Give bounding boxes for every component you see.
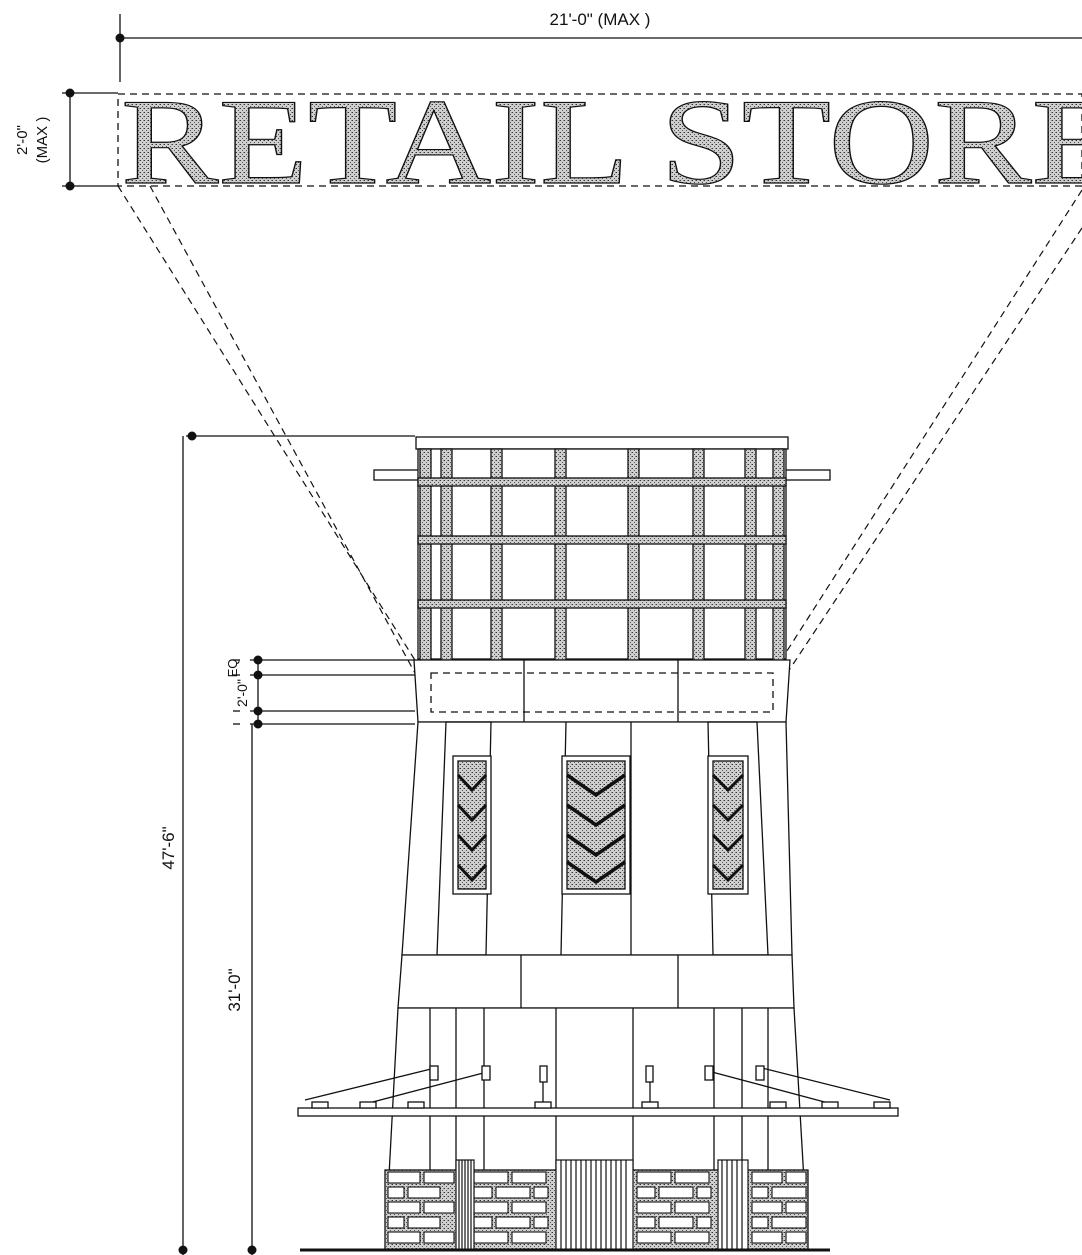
sign-height-value: 2'-0" (14, 125, 31, 155)
gate-grille-center (555, 1159, 634, 1251)
dimension-dot (65, 181, 75, 191)
tower-middle-band (397, 954, 795, 1009)
dimension-dot (247, 1245, 257, 1255)
dimension-dot (253, 655, 263, 665)
sign-lettering: RETAIL STORE (121, 73, 1082, 210)
sign-width-label: 21'-0" (MAX ) (550, 10, 651, 29)
gate-grille-left (455, 1159, 475, 1251)
sign-height-note: (MAX ) (34, 117, 51, 164)
tower-height-label: 47'-6" (159, 826, 178, 869)
dimension-dot (65, 88, 75, 98)
tower-sign-band (413, 659, 791, 723)
band-height-label: 2'-0" (234, 679, 250, 707)
sign-height-dimension (62, 92, 118, 187)
band-dimension (233, 659, 415, 725)
dimension-dot (115, 33, 125, 43)
eq-label: EQ (225, 659, 240, 678)
canopy (297, 1065, 899, 1117)
window-left (452, 755, 492, 895)
dimension-dot (178, 1245, 188, 1255)
sign-width-dimension (119, 14, 1082, 82)
gate-grille-right (717, 1159, 749, 1251)
projection-lines (117, 185, 1082, 709)
band-elevation-label: 31'-0" (225, 968, 244, 1011)
dimension-dot (187, 431, 197, 441)
dimension-dot (253, 670, 263, 680)
window-center (561, 755, 631, 895)
tower-height-dimension (182, 435, 415, 1255)
dimension-dot (253, 719, 263, 729)
tower-top-grid (373, 436, 831, 661)
dimension-dot (253, 706, 263, 716)
sign-envelope (117, 93, 1082, 187)
window-right (707, 755, 749, 895)
